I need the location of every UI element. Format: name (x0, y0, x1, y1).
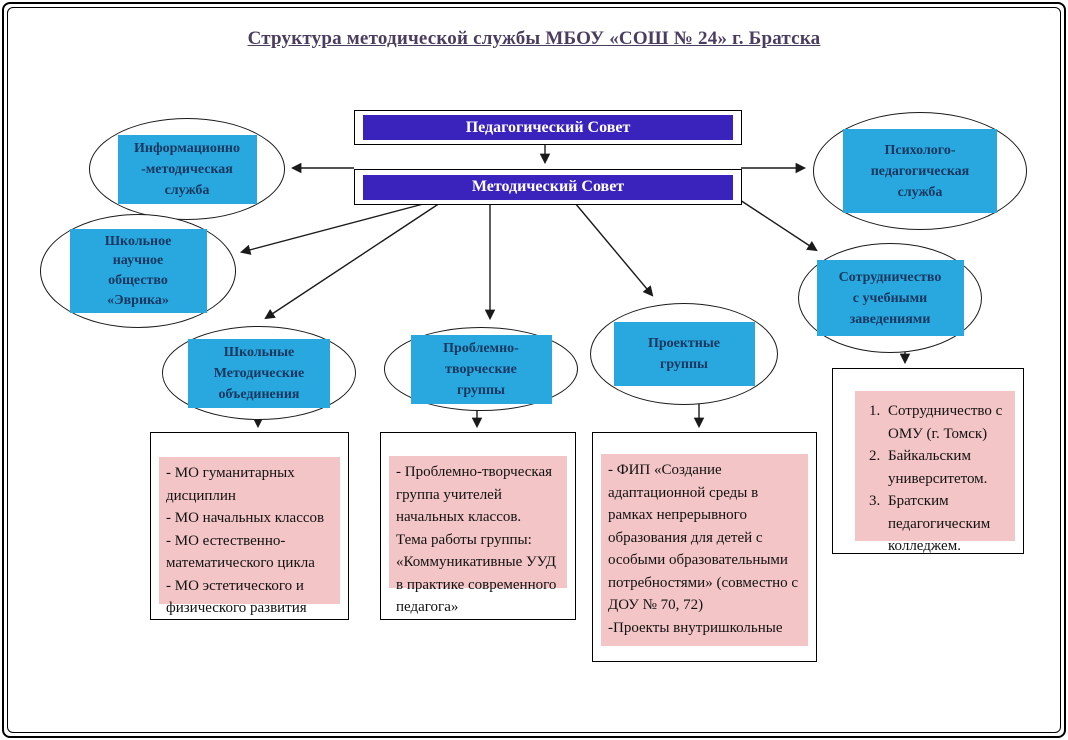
cooperation-list-box: Сотрудничество с ОМУ (г. Томск) Байкальс… (832, 368, 1024, 554)
detail-box-creative: - Проблемно-творческая группа учителей н… (380, 432, 576, 620)
ellipse-cooperation: Сотрудничество с учебными заведениями (798, 243, 982, 353)
detail-box-mo: - МО гуманитарных дисциплин - МО начальн… (150, 432, 349, 620)
cooperation-list: Сотрудничество с ОМУ (г. Томск) Байкальс… (862, 400, 1008, 558)
page-title: Структура методической службы МБОУ «СОШ … (247, 28, 821, 49)
methodical-council-label: Методический Совет (363, 174, 733, 200)
ellipse-evrika-society: Школьное научное общество «Эврика» (40, 214, 236, 328)
cooperation-list-item: Байкальским университетом. (884, 445, 1008, 490)
cooperation-label: Сотрудничество с учебными заведениями (816, 260, 964, 336)
pedagogical-council-label: Педагогический Совет (363, 115, 733, 140)
psych-service-label: Психолого- педагогическая служба (843, 129, 997, 213)
cooperation-list-item: Сотрудничество с ОМУ (г. Томск) (884, 400, 1008, 445)
info-service-label: Информационно -методическая служба (117, 134, 257, 204)
ellipse-psych-service: Психолого- педагогическая служба (813, 112, 1027, 230)
evrika-society-label: Школьное научное общество «Эврика» (69, 228, 207, 314)
creative-groups-label: Проблемно- творческие группы (410, 334, 552, 404)
box-methodical-council: Методический Совет (354, 169, 742, 205)
box-pedagogical-council: Педагогический Совет (354, 110, 742, 145)
detail-mo-text: - МО гуманитарных дисциплин - МО начальн… (159, 457, 340, 616)
ellipse-creative-groups: Проблемно- творческие группы (384, 327, 578, 411)
ellipse-info-service: Информационно -методическая служба (89, 118, 285, 220)
detail-creative-text: - Проблемно-творческая группа учителей н… (389, 456, 567, 615)
cooperation-list-item: Братским педагогическим колледжем. (884, 490, 1008, 558)
inner-frame (7, 7, 1061, 733)
ellipse-school-method-assoc: Школьные Методические объединения (162, 326, 356, 420)
school-method-assoc-label: Школьные Методические объединения (188, 338, 330, 408)
detail-box-fip: - ФИП «Создание адаптационной среды в ра… (592, 432, 817, 662)
project-groups-label: Проектные группы (613, 322, 755, 386)
detail-fip-text: - ФИП «Создание адаптационной среды в ра… (601, 454, 808, 646)
ellipse-project-groups: Проектные группы (590, 303, 778, 405)
